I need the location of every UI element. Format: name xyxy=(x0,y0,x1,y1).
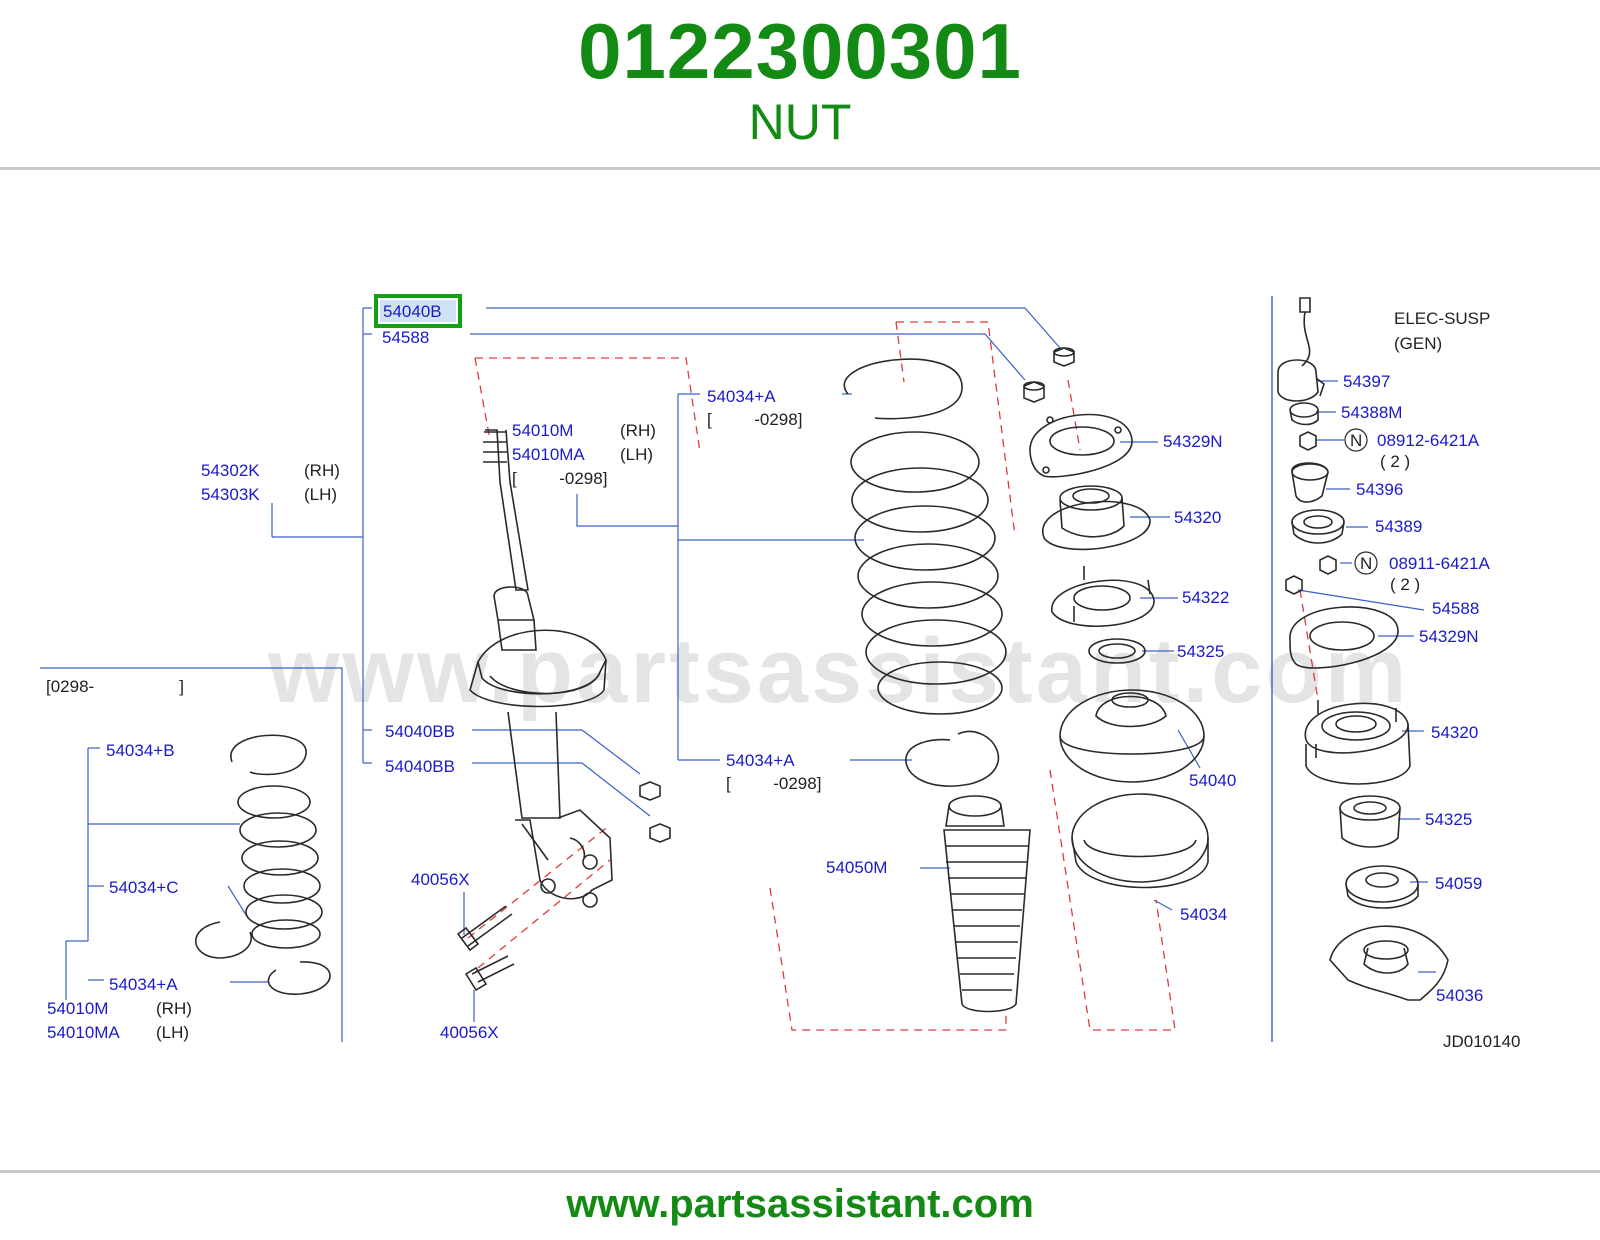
label-date-b: [ -0298] xyxy=(707,410,802,429)
label-54034A-left[interactable]: 54034+A xyxy=(109,975,178,994)
label-54034[interactable]: 54034 xyxy=(1180,905,1227,924)
label-54034A-top[interactable]: 54034+A xyxy=(707,387,776,406)
label-54040BB-2[interactable]: 54040BB xyxy=(385,757,455,776)
nut-54588-top xyxy=(1053,347,1075,367)
label-54050M[interactable]: 54050M xyxy=(826,858,887,877)
label-54010MA-a[interactable]: 54010MA xyxy=(512,445,585,464)
label-54303K[interactable]: 54303K xyxy=(201,485,260,504)
n-circle-2 xyxy=(1354,551,1378,575)
label-54388M[interactable]: 54388M xyxy=(1341,403,1402,422)
label-54397[interactable]: 54397 xyxy=(1343,372,1390,391)
label-54325-b[interactable]: 54325 xyxy=(1425,810,1472,829)
label-54588-top[interactable]: 54588 xyxy=(382,328,429,347)
nut-54040B-top xyxy=(1023,381,1045,403)
label-54010M-b[interactable]: 54010M xyxy=(47,999,108,1018)
highlight-fill xyxy=(380,300,456,322)
label-lh-3: (LH) xyxy=(156,1023,189,1042)
part-name-subtitle: NUT xyxy=(748,94,852,150)
label-54396[interactable]: 54396 xyxy=(1356,480,1403,499)
label-54040BB-1[interactable]: 54040BB xyxy=(385,722,455,741)
label-54320-b[interactable]: 54320 xyxy=(1431,723,1478,742)
mount-stack-right xyxy=(1277,297,1449,1001)
label-rh-1: (RH) xyxy=(304,461,340,480)
diagram-code: JD010140 xyxy=(1443,1032,1521,1051)
label-54040B[interactable]: 54040B xyxy=(383,302,442,321)
label-40056X-2[interactable]: 40056X xyxy=(440,1023,499,1042)
footer-url[interactable]: www.partsassistant.com xyxy=(566,1182,1034,1226)
strut-assembly-drawing xyxy=(469,429,613,908)
label-lh-1: (LH) xyxy=(304,485,337,504)
watermark-text: www.partsassistant.com xyxy=(267,620,1409,722)
label-54325-a[interactable]: 54325 xyxy=(1177,642,1224,661)
label-54322[interactable]: 54322 xyxy=(1182,588,1229,607)
label-54389[interactable]: 54389 xyxy=(1375,517,1422,536)
label-lh-2: (LH) xyxy=(620,445,653,464)
label-08911-6421A[interactable]: 08911-6421A xyxy=(1389,554,1490,573)
label-54329N-a[interactable]: 54329N xyxy=(1163,432,1223,451)
label-date-c: [ -0298] xyxy=(726,774,821,793)
label-08912-6421A[interactable]: 08912-6421A xyxy=(1377,431,1480,450)
label-54329N-b[interactable]: 54329N xyxy=(1419,627,1479,646)
bolt-40056X-pair xyxy=(456,905,515,992)
label-54010MA-b[interactable]: 54010MA xyxy=(47,1023,120,1042)
label-54320-a[interactable]: 54320 xyxy=(1174,508,1221,527)
highlight-box xyxy=(374,294,462,328)
label-54034B[interactable]: 54034+B xyxy=(106,741,175,760)
coil-spring-main xyxy=(843,358,1007,787)
label-rh-2: (RH) xyxy=(620,421,656,440)
assembly-dashed-lines xyxy=(467,321,1319,1031)
label-n-2: N xyxy=(1360,554,1372,573)
label-54036[interactable]: 54036 xyxy=(1436,986,1483,1005)
mount-stack-middle xyxy=(1029,413,1209,889)
label-qty-1: ( 2 ) xyxy=(1380,452,1410,471)
label-54302K[interactable]: 54302K xyxy=(201,461,260,480)
label-n-1: N xyxy=(1350,431,1362,450)
footer-divider xyxy=(0,1170,1600,1173)
nut-54040BB-pair xyxy=(639,781,671,843)
leader-lines xyxy=(65,307,1436,1022)
page-header: 0122300301 NUT xyxy=(0,0,1600,168)
header-divider xyxy=(0,167,1600,170)
part-number-title: 0122300301 xyxy=(578,7,1022,95)
label-rh-3: (RH) xyxy=(156,999,192,1018)
label-54040[interactable]: 54040 xyxy=(1189,771,1236,790)
part-labels: 54040B 54588 54302K (RH) 54303K (LH) 540… xyxy=(46,302,1521,1051)
label-range-0298: [0298- ] xyxy=(46,677,184,696)
bump-boot-54050M xyxy=(943,795,1031,1013)
label-gen: (GEN) xyxy=(1394,334,1442,353)
label-elec-susp: ELEC-SUSP xyxy=(1394,309,1490,328)
label-date-a: [ -0298] xyxy=(512,469,607,488)
label-54034C[interactable]: 54034+C xyxy=(109,878,178,897)
label-54010M-a[interactable]: 54010M xyxy=(512,421,573,440)
n-circle-1 xyxy=(1344,428,1368,452)
label-54588-right[interactable]: 54588 xyxy=(1432,599,1479,618)
label-54059[interactable]: 54059 xyxy=(1435,874,1482,893)
label-40056X-1[interactable]: 40056X xyxy=(411,870,470,889)
label-54034A-mid[interactable]: 54034+A xyxy=(726,751,795,770)
label-qty-2: ( 2 ) xyxy=(1390,575,1420,594)
coil-spring-inset xyxy=(194,734,331,995)
inset-bracket-left xyxy=(40,667,343,1042)
